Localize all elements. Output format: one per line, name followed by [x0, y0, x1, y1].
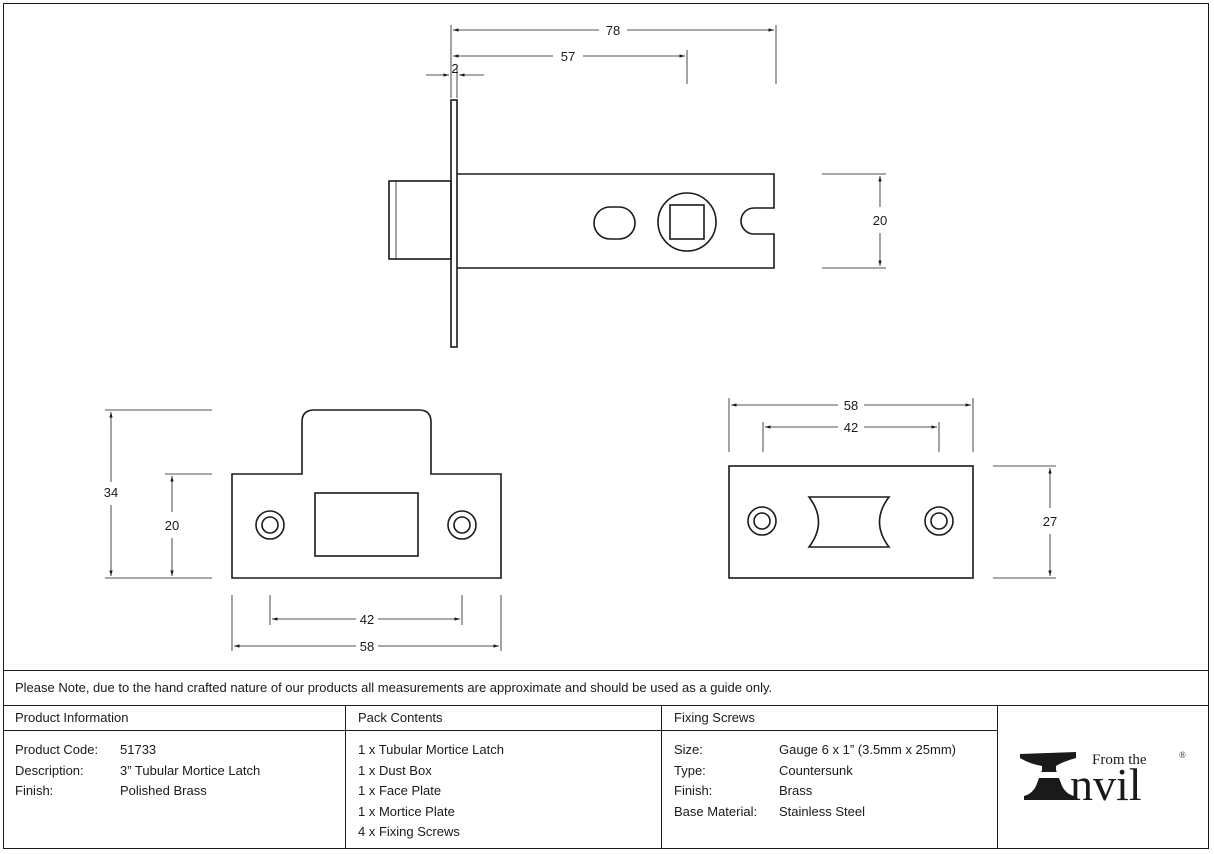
dim-57: 57 — [561, 49, 575, 64]
follower-square — [669, 204, 705, 240]
logo-from-the: From the — [1092, 752, 1147, 768]
dim-78: 78 — [606, 23, 620, 38]
screw-type-row: Type: Countersunk — [674, 761, 985, 782]
strike-opening — [807, 496, 891, 548]
face-plate-view — [231, 409, 502, 579]
dim-34: 34 — [104, 485, 118, 500]
dim-20-face: 20 — [165, 518, 179, 533]
strike-plate-dimensions: 58 42 27 — [728, 398, 1057, 579]
tail-slot — [593, 206, 636, 240]
base-material-value: Stainless Steel — [779, 803, 865, 819]
dim-58-face: 58 — [360, 639, 374, 654]
dim-27: 27 — [1043, 514, 1057, 529]
forend-plate — [450, 99, 458, 348]
screw-finish-label: Finish: — [674, 783, 713, 798]
finish-row: Finish: Polished Brass — [15, 781, 333, 802]
anvil-logo-mark: From the nvil ® — [1020, 750, 1186, 810]
from-the-anvil-logo: From the nvil ® — [1000, 706, 1209, 849]
finish-value: Polished Brass — [120, 783, 207, 798]
product-code-row: Product Code: 51733 — [15, 740, 333, 761]
screw-type-label: Type: — [674, 762, 706, 778]
measurement-note: Please Note, due to the hand crafted nat… — [3, 670, 1209, 706]
screw-hole-right — [447, 510, 477, 540]
technical-drawing: 78 57 2 20 34 20 42 — [104, 23, 1057, 654]
screw-size-row: Size: Gauge 6 x 1” (3.5mm x 25mm) — [674, 740, 985, 761]
pack-item: 1 x Mortice Plate — [358, 803, 455, 819]
logo-registered: ® — [1179, 750, 1186, 760]
base-material-row: Base Material: Stainless Steel — [674, 802, 985, 823]
screw-hole-left — [255, 510, 285, 540]
pack-contents-header: Pack Contents — [346, 706, 661, 731]
face-plate-outline — [231, 409, 502, 579]
screw-size-value: Gauge 6 x 1” (3.5mm x 25mm) — [779, 742, 956, 757]
product-information-header: Product Information — [3, 706, 345, 731]
screw-finish-value: Brass — [779, 783, 813, 798]
fixing-screws-panel: Fixing Screws Size: Gauge 6 x 1” (3.5mm x… — [662, 706, 998, 849]
logo-nvil: nvil — [1070, 759, 1142, 810]
dim-42-face: 42 — [360, 612, 374, 627]
dim-58-strike: 58 — [844, 398, 858, 413]
finish-label: Finish: — [15, 783, 54, 798]
pack-item: 1 x Face Plate — [358, 783, 442, 798]
strike-screw-left — [747, 506, 777, 536]
latch-body — [457, 173, 775, 269]
pack-item: 4 x Fixing Screws — [358, 824, 460, 839]
top-dimensions: 78 57 2 20 — [426, 23, 887, 269]
pack-item: 1 x Tubular Mortice Latch — [358, 742, 504, 757]
latch-bolt — [388, 180, 452, 260]
dim-20-top: 20 — [873, 213, 887, 228]
latch-opening — [314, 492, 419, 557]
strike-plate-outline — [728, 465, 974, 579]
product-information-panel: Product Information Product Code: 51733 D… — [3, 706, 346, 849]
screw-finish-row: Finish: Brass — [674, 781, 985, 802]
base-material-label: Base Material: — [674, 803, 758, 819]
screw-size-label: Size: — [674, 742, 703, 757]
strike-plate-view — [728, 465, 974, 579]
latch-side-view — [388, 99, 775, 348]
description-value: 3” Tubular Mortice Latch — [120, 762, 261, 778]
pack-item: 1 x Dust Box — [358, 762, 432, 778]
description-label: Description: — [15, 762, 84, 778]
anvil-icon — [1020, 752, 1076, 800]
product-code-label: Product Code: — [15, 742, 99, 757]
dim-42-strike: 42 — [844, 420, 858, 435]
strike-screw-right — [924, 506, 954, 536]
description-row: Description: 3” Tubular Mortice Latch — [15, 761, 333, 782]
face-plate-dimensions: 34 20 42 58 — [104, 409, 502, 654]
follower-circle — [657, 192, 717, 252]
product-code-value: 51733 — [120, 742, 157, 757]
dim-2: 2 — [451, 61, 458, 76]
fixing-screws-header: Fixing Screws — [662, 706, 997, 731]
pack-contents-panel: Pack Contents 1 x Tubular Mortice Latch … — [346, 706, 662, 849]
screw-type-value: Countersunk — [779, 762, 853, 778]
